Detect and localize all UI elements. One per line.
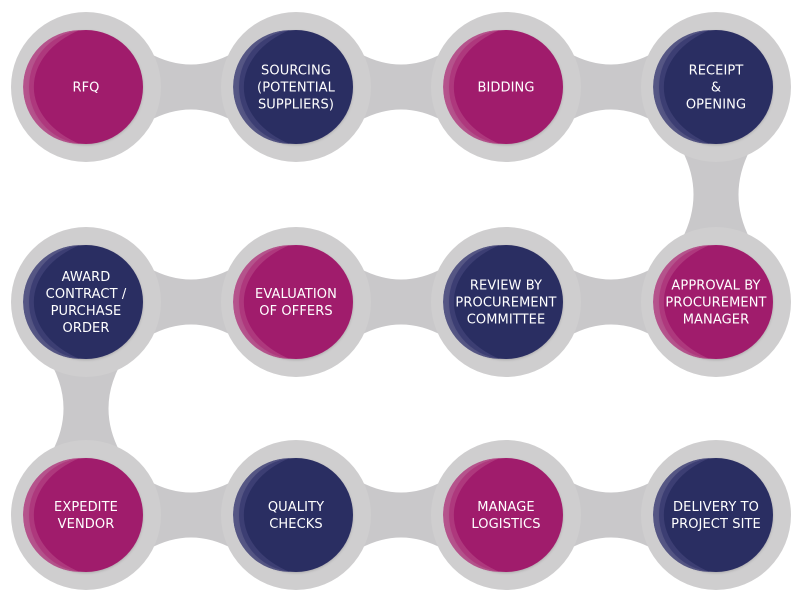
step-label: EXPEDITE VENDOR (54, 500, 118, 532)
connector-10-11 (359, 481, 443, 549)
step-label-line: PROCUREMENT (455, 296, 556, 311)
step-label-line: PURCHASE (51, 304, 122, 319)
connector-7-8 (149, 268, 233, 336)
connector-2-3 (359, 53, 443, 121)
step-disc (659, 30, 773, 144)
connector-4-5 (682, 150, 750, 239)
step-highlight (653, 30, 710, 144)
step-label: RFQ (72, 81, 99, 96)
step-node-3: BIDDING (431, 12, 581, 162)
step-highlight (23, 458, 80, 572)
step-label-line: PROJECT SITE (671, 517, 761, 532)
step-node-5: APPROVAL BY PROCUREMENT MANAGER (641, 227, 791, 377)
step-label: AWARD CONTRACT / PURCHASE ORDER (46, 270, 127, 336)
step-label-line: CHECKS (269, 517, 323, 532)
step-highlight (653, 245, 710, 359)
connector-9-10 (149, 481, 233, 549)
step-label-line: RFQ (72, 81, 99, 96)
step-node-11: MANAGE LOGISTICS (431, 440, 581, 590)
step-highlight (653, 458, 710, 572)
step-label: EVALUATION OF OFFERS (255, 287, 337, 319)
step-label-line: COMMITTEE (467, 313, 546, 328)
step-node-6: REVIEW BY PROCUREMENT COMMITTEE (431, 227, 581, 377)
step-label-line: REVIEW BY (470, 279, 542, 294)
step-disc (449, 30, 563, 144)
step-disc (659, 245, 773, 359)
step-disc (239, 30, 353, 144)
step-nodes: RFQ SOURCING (POTENTIAL SUPPLIERS) BIDDING RE… (11, 12, 791, 590)
step-label-line: CONTRACT / (46, 287, 127, 302)
step-node-8: AWARD CONTRACT / PURCHASE ORDER (11, 227, 161, 377)
step-node-10: QUALITY CHECKS (221, 440, 371, 590)
step-label: REVIEW BY PROCUREMENT COMMITTEE (455, 279, 556, 328)
step-label-line: OF OFFERS (259, 304, 332, 319)
step-disc (29, 458, 143, 572)
step-label: BIDDING (477, 81, 534, 96)
connector-8-9 (52, 365, 120, 452)
step-disc (29, 30, 143, 144)
step-label-line: SOURCING (261, 64, 331, 79)
step-highlight (233, 30, 290, 144)
step-label-line: BIDDING (477, 81, 534, 96)
step-label-line: RECEIPT (689, 64, 744, 79)
step-label: RECEIPT & OPENING (686, 64, 746, 113)
step-label-line: APPROVAL BY (671, 279, 760, 294)
step-label: MANAGE LOGISTICS (471, 500, 540, 532)
step-highlight (23, 30, 80, 144)
step-disc (659, 458, 773, 572)
connector-1-2 (149, 53, 233, 121)
step-label: DELIVERY TO PROJECT SITE (671, 500, 761, 532)
connector-3-4 (569, 53, 653, 121)
step-label-line: AWARD (62, 270, 111, 285)
step-label-line: (POTENTIAL (257, 81, 336, 96)
step-label-line: DELIVERY TO (673, 500, 759, 515)
step-label-line: ORDER (62, 321, 109, 336)
step-label-line: MANAGER (683, 313, 750, 328)
step-label-line: LOGISTICS (471, 517, 540, 532)
step-disc (239, 458, 353, 572)
step-label-line: OPENING (686, 98, 746, 113)
step-label-line: EVALUATION (255, 287, 337, 302)
connector-11-12 (569, 481, 653, 549)
step-label-line: SUPPLIERS) (258, 98, 334, 113)
step-disc (449, 458, 563, 572)
connector-5-6 (569, 268, 653, 336)
step-label: SOURCING (POTENTIAL SUPPLIERS) (257, 64, 336, 113)
step-label: QUALITY CHECKS (268, 500, 324, 532)
connector-6-7 (359, 268, 443, 336)
step-label-line: QUALITY (268, 500, 324, 515)
step-label-line: PROCUREMENT (665, 296, 766, 311)
step-label-line: VENDOR (58, 517, 115, 532)
step-label-line: MANAGE (477, 500, 534, 515)
step-disc (29, 245, 143, 359)
step-node-7: EVALUATION OF OFFERS (221, 227, 371, 377)
step-highlight (233, 458, 290, 572)
step-highlight (443, 30, 500, 144)
step-label: APPROVAL BY PROCUREMENT MANAGER (665, 279, 766, 328)
step-node-12: DELIVERY TO PROJECT SITE (641, 440, 791, 590)
step-highlight (443, 458, 500, 572)
step-highlight (233, 245, 290, 359)
step-node-2: SOURCING (POTENTIAL SUPPLIERS) (221, 12, 371, 162)
step-node-4: RECEIPT & OPENING (641, 12, 791, 162)
step-label-line: & (711, 81, 721, 96)
connector-track (52, 53, 750, 549)
step-highlight (443, 245, 500, 359)
step-disc (239, 245, 353, 359)
step-label-line: EXPEDITE (54, 500, 118, 515)
step-node-1: RFQ (11, 12, 161, 162)
step-node-9: EXPEDITE VENDOR (11, 440, 161, 590)
step-disc (449, 245, 563, 359)
step-highlight (23, 245, 80, 359)
